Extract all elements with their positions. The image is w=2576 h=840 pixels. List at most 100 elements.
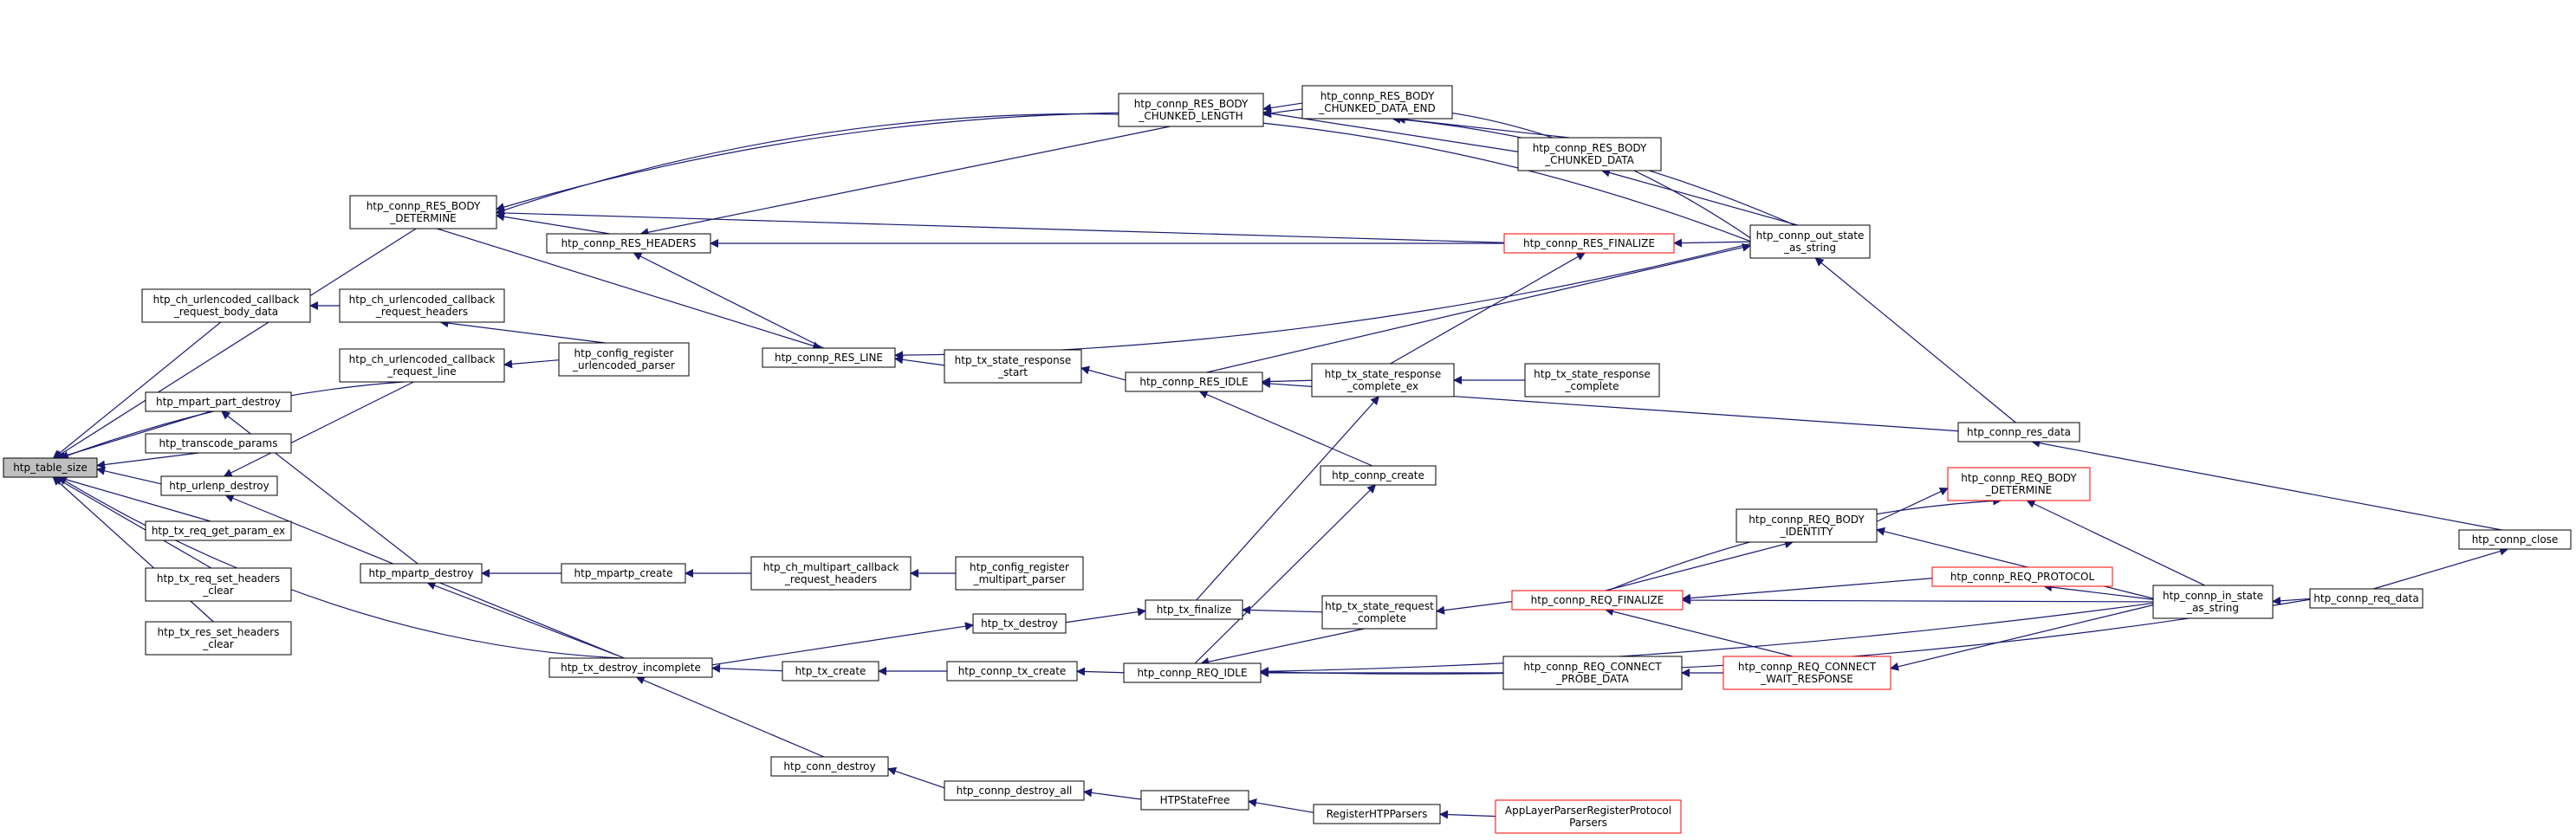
node-label: HTPStateFree	[1160, 794, 1230, 806]
node-box	[546, 233, 711, 254]
call-edge-htpstatefree-to-connp-destroy-all	[1083, 788, 1142, 800]
node-tx-req-set-headers-clear[interactable]: htp_tx_req_set_headers_clear	[145, 567, 292, 602]
node-connp-tx-create[interactable]: htp_connp_tx_create	[946, 661, 1078, 682]
node-config-reg-urlenc[interactable]: htp_config_register_urlencoded_parser	[558, 342, 690, 377]
node-req-body-determine[interactable]: htp_connp_REQ_BODY_DETERMINE	[1947, 467, 2091, 501]
node-label: htp_tx_state_response	[955, 354, 1072, 366]
call-edge-res-body-chunked-data-end-to-res-body-chunked-length	[1262, 102, 1303, 113]
node-label: Parsers	[1569, 817, 1607, 829]
node-label: _request_line	[386, 365, 456, 378]
node-box	[2458, 529, 2572, 550]
node-res-body-determine[interactable]: htp_connp_RES_BODY_DETERMINE	[349, 195, 497, 229]
node-label: htp_connp_res_data	[1967, 426, 2071, 438]
node-label: htp_tx_finalize	[1157, 604, 1232, 616]
node-req-finalize[interactable]: htp_connp_REQ_FINALIZE	[1511, 590, 1684, 611]
node-tx-state-response-complete-ex[interactable]: htp_tx_state_response_complete_ex	[1311, 363, 1455, 397]
call-edge-tx-state-response-complete-ex-to-res-finalize	[1390, 252, 1586, 365]
node-registerhtpparsers[interactable]: RegisterHTPParsers	[1313, 804, 1441, 824]
node-tx-destroy-incomplete[interactable]: htp_tx_destroy_incomplete	[548, 657, 713, 678]
node-layer: htp_table_size htp_connp_RES_BODY_DETERMI…	[3, 85, 2572, 834]
node-mpartp-destroy[interactable]: htp_mpartp_destroy	[360, 563, 483, 584]
node-req-connect-wait-response[interactable]: htp_connp_REQ_CONNECT_WAIT_RESPONSE	[1723, 656, 1891, 690]
node-htpstatefree[interactable]: HTPStateFree	[1140, 790, 1249, 811]
node-label: _IDENTITY	[1780, 526, 1834, 538]
node-box	[955, 556, 1084, 591]
node-res-body-chunked-data[interactable]: htp_connp_RES_BODY_CHUNKED_DATA	[1517, 137, 1662, 171]
node-tx-state-response-complete[interactable]: htp_tx_state_response_complete	[1524, 363, 1660, 397]
node-connp-destroy-all[interactable]: htp_connp_destroy_all	[944, 780, 1085, 801]
call-edge-conn-destroy-to-tx-destroy-incomplete	[635, 675, 825, 758]
call-edge-req-idle-to-connp-create	[1194, 484, 1377, 664]
node-box	[1947, 467, 2091, 501]
node-label: _as_string	[1783, 242, 1836, 254]
node-in-state-as-string[interactable]: htp_connp_in_state_as_string	[2152, 585, 2274, 619]
node-req-protocol[interactable]: htp_connp_REQ_PROTOCOL	[1931, 566, 2113, 587]
node-urlenp-destroy[interactable]: htp_urlenp_destroy	[160, 475, 278, 496]
node-label: _clear	[202, 638, 234, 650]
call-edge-in-state-as-string-to-req-body-identity	[1876, 527, 2154, 599]
node-ch-multipart-req-headers[interactable]: htp_ch_multipart_callback_request_header…	[750, 556, 912, 591]
node-transcode-params[interactable]: htp_transcode_params	[145, 433, 292, 454]
call-edge-ch-urlenc-req-line-to-urlenp-destroy	[223, 381, 414, 477]
node-label: _request_headers	[375, 306, 468, 318]
node-req-idle[interactable]: htp_connp_REQ_IDLE	[1123, 662, 1262, 683]
node-req-connect-probe-data[interactable]: htp_connp_REQ_CONNECT_PROBE_DATA	[1502, 656, 1683, 690]
node-tx-finalize[interactable]: htp_tx_finalize	[1145, 599, 1243, 620]
node-tx-destroy[interactable]: htp_tx_destroy	[972, 613, 1067, 634]
call-edge-mpart-part-destroy-to-htp-table-size	[56, 410, 211, 461]
node-tx-req-get-param-ex[interactable]: htp_tx_req_get_param_ex	[145, 520, 292, 541]
node-res-headers[interactable]: htp_connp_RES_HEADERS	[546, 233, 711, 254]
node-ch-urlenc-body-data[interactable]: htp_ch_urlencoded_callback_request_body_…	[141, 288, 311, 323]
node-box	[1517, 137, 1662, 171]
node-label: htp_connp_RES_FINALIZE	[1523, 237, 1655, 249]
call-edge-res-idle-to-tx-state-response-start	[1080, 365, 1126, 381]
node-res-data[interactable]: htp_connp_res_data	[1957, 422, 2080, 443]
node-label: htp_mpartp_destroy	[369, 567, 474, 579]
node-conn-destroy[interactable]: htp_conn_destroy	[770, 756, 889, 777]
node-label: _CHUNKED_DATA	[1544, 154, 1635, 166]
node-connp-create[interactable]: htp_connp_create	[1320, 465, 1437, 486]
node-label: htp_tx_create	[795, 665, 866, 677]
node-req-data[interactable]: htp_connp_req_data	[2309, 588, 2424, 609]
node-mpartp-create[interactable]: htp_mpartp_create	[561, 563, 686, 584]
node-label: htp_tx_destroy_incomplete	[561, 662, 701, 674]
node-box	[1502, 656, 1683, 690]
node-ch-urlenc-req-line[interactable]: htp_ch_urlencoded_callback_request_line	[339, 348, 505, 383]
node-box	[1524, 363, 1660, 397]
node-res-idle[interactable]: htp_connp_RES_IDLE	[1125, 372, 1263, 392]
node-label: htp_connp_RES_LINE	[775, 352, 883, 364]
call-edge-tx-finalize-to-tx-state-response-complete-ex	[1196, 396, 1379, 601]
node-label: _PROBE_DATA	[1555, 673, 1630, 685]
node-res-body-chunked-data-end[interactable]: htp_connp_RES_BODY_CHUNKED_DATA_END	[1301, 85, 1453, 120]
node-tx-create[interactable]: htp_tx_create	[782, 661, 879, 682]
call-edge-mpartp-destroy-to-mpart-part-destroy	[221, 410, 419, 565]
node-label: _DETERMINE	[389, 212, 457, 224]
node-label: htp_tx_req_set_headers	[157, 572, 280, 585]
node-res-body-chunked-length[interactable]: htp_connp_RES_BODY_CHUNKED_LENGTH	[1118, 93, 1264, 127]
node-req-body-identity[interactable]: htp_connp_REQ_BODY_IDENTITY	[1736, 508, 1878, 543]
node-mpart-part-destroy[interactable]: htp_mpart_part_destroy	[145, 391, 292, 412]
node-box	[1311, 363, 1455, 397]
node-box	[561, 563, 686, 584]
node-tx-res-set-headers-clear[interactable]: htp_tx_res_set_headers_clear	[145, 621, 292, 656]
node-res-finalize[interactable]: htp_connp_RES_FINALIZE	[1503, 233, 1675, 254]
node-out-state-as-string[interactable]: htp_connp_out_state_as_string	[1749, 224, 1871, 259]
node-config-reg-multipart[interactable]: htp_config_register_multipart_parser	[955, 556, 1084, 591]
node-label: htp_tx_state_response	[1325, 368, 1442, 380]
node-label: htp_urlenp_destroy	[169, 480, 269, 492]
edge-layer	[52, 102, 2509, 819]
node-res-line[interactable]: htp_connp_RES_LINE	[762, 347, 896, 368]
node-box	[558, 342, 690, 377]
node-tx-state-response-start[interactable]: htp_tx_state_response_start	[944, 349, 1082, 384]
node-ch-urlenc-req-headers[interactable]: htp_ch_urlencoded_callback_request_heade…	[339, 288, 505, 323]
call-edge-req-finalize-to-tx-state-request-complete	[1436, 601, 1513, 615]
node-tx-state-request-complete[interactable]: htp_tx_state_request_complete	[1321, 595, 1437, 630]
call-edge-out-state-as-string-to-res-body-determine	[496, 113, 1751, 242]
node-connp-close[interactable]: htp_connp_close	[2458, 529, 2572, 550]
call-edge-res-idle-to-out-state-as-string	[1206, 242, 1751, 373]
call-edge-out-state-as-string-to-res-line	[894, 242, 1751, 360]
node-label: htp_connp_REQ_PROTOCOL	[1950, 571, 2095, 583]
node-htp-table-size[interactable]: htp_table_size	[3, 457, 98, 478]
node-label: htp_conn_destroy	[783, 760, 875, 772]
